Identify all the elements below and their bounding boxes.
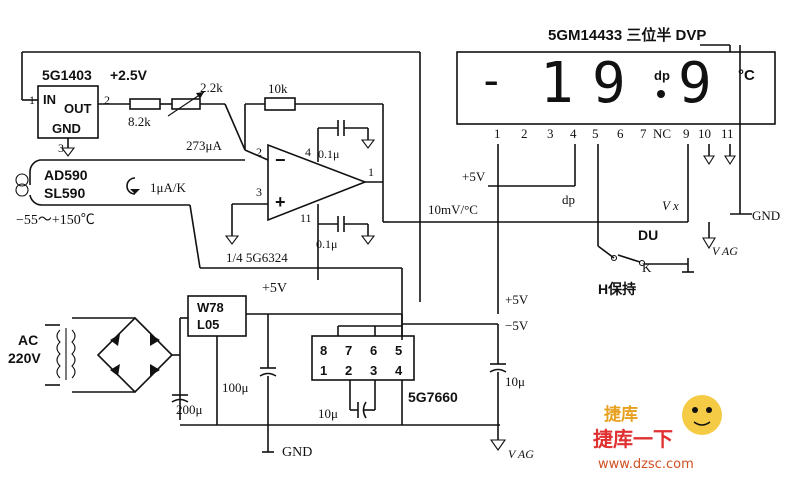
reg-plus5: +5V <box>262 281 287 296</box>
r1-label: 8.2k <box>128 114 151 129</box>
decimal-point <box>657 90 665 98</box>
display-module: 5GM14433 三位半 DVP - 1 9 dp 9 °C 1 2 3 4 5… <box>390 26 780 297</box>
svg-text:2: 2 <box>521 126 528 141</box>
dp-label: dp <box>654 68 670 83</box>
cap-top-label: 0.1μ <box>318 147 339 161</box>
conv-minus5: −5V <box>505 318 529 333</box>
current-label: 273μA <box>186 138 222 153</box>
svg-text:4: 4 <box>570 126 577 141</box>
svg-text:+: + <box>275 192 286 212</box>
sensor-section: AD590 SL590 1μA/K −55～+150℃ <box>15 159 403 340</box>
svg-text:GND: GND <box>52 121 81 136</box>
conv-plus5: +5V <box>505 292 529 307</box>
display-gnd: GND <box>752 208 780 223</box>
ac-label: AC <box>18 332 38 348</box>
svg-text:IN: IN <box>43 92 56 107</box>
feedback-resistor <box>264 97 296 111</box>
reference-section: 5G1403 +2.5V IN OUT GND 1 2 3 8.2k 2.2k … <box>21 51 421 302</box>
converter-section: 8 7 6 5 1 2 3 4 10μ 5G7660 +5V −5V 10μ V… <box>311 162 534 461</box>
svg-text:3: 3 <box>58 141 64 155</box>
svg-text:1: 1 <box>320 363 327 378</box>
watermark-logo: 捷库 捷库一下 www.dzsc.com <box>593 395 722 472</box>
display-outline <box>456 51 776 125</box>
watermark-badge: 捷库 <box>604 404 638 425</box>
display-digits: - 1 9 dp 9 °C <box>478 51 755 116</box>
svg-text:11: 11 <box>300 211 312 225</box>
svg-text:3: 3 <box>370 363 377 378</box>
cap-bottom-label: 0.1μ <box>316 237 337 251</box>
svg-text:1: 1 <box>494 126 501 141</box>
svg-text:2: 2 <box>256 145 262 159</box>
conv-vag: V AG <box>508 447 534 461</box>
display-vag: V AG <box>712 244 738 258</box>
display-title: 5GM14433 三位半 DVP <box>548 26 706 44</box>
c1-label: 200μ <box>176 402 203 417</box>
gnd-label: GND <box>282 445 312 460</box>
svg-text:2: 2 <box>104 93 110 107</box>
svg-text:5: 5 <box>395 343 402 358</box>
digit-1: 1 <box>540 51 574 116</box>
watermark-brand: 捷库一下 <box>593 427 673 451</box>
display-pin-numbers: 1 2 3 4 5 6 7 NC 9 10 11 <box>494 126 734 141</box>
r2-label: 2.2k <box>200 80 223 95</box>
opamp-symbol <box>267 143 368 222</box>
svg-text:3: 3 <box>256 185 262 199</box>
bridge-rectifier <box>96 316 174 394</box>
display-plus5: +5V <box>462 169 486 184</box>
sensor-name2: SL590 <box>44 185 85 201</box>
dp-net-label: dp <box>562 192 575 207</box>
svg-text:−: − <box>275 150 286 170</box>
out-cap-label: 10μ <box>505 374 525 389</box>
svg-text:6: 6 <box>617 126 624 141</box>
digit-3: 9 <box>678 51 712 116</box>
feedback-label: 10k <box>268 81 288 96</box>
svg-text:8: 8 <box>320 343 327 358</box>
svg-text:4: 4 <box>395 363 403 378</box>
svg-text:1: 1 <box>368 165 374 179</box>
sensor-range: −55～+150℃ <box>16 213 95 228</box>
ref-voltage: +2.5V <box>110 67 148 83</box>
digit-sign: - <box>478 55 505 106</box>
svg-text:5: 5 <box>592 126 599 141</box>
svg-text:L05: L05 <box>197 317 219 332</box>
svg-text:NC: NC <box>653 126 671 141</box>
watermark-url: www.dzsc.com <box>598 457 694 472</box>
svg-text:7: 7 <box>640 126 647 141</box>
svg-text:3: 3 <box>547 126 554 141</box>
converter-chip <box>311 335 415 381</box>
svg-text:4: 4 <box>305 145 311 159</box>
power-section: AC 220V 200μ W78 L05 +5V 100μ <box>8 281 500 460</box>
svg-text:11: 11 <box>721 126 734 141</box>
opamp-part: 1/4 5G6324 <box>226 250 288 265</box>
mains-label: 220V <box>8 350 41 366</box>
svg-text:7: 7 <box>345 343 352 358</box>
svg-text:2: 2 <box>345 363 352 378</box>
svg-text:10: 10 <box>698 126 711 141</box>
du-label: DU <box>638 227 658 243</box>
hold-label: H保持 <box>598 281 636 297</box>
sensor-name1: AD590 <box>44 167 88 183</box>
c2-label: 100μ <box>222 380 249 395</box>
opamp-section: − + 2 3 4 11 1 10k 10mV/°C 0.1μ <box>224 81 478 280</box>
digit-2: 9 <box>592 51 626 116</box>
switch-k-label: K <box>642 260 652 275</box>
svg-text:OUT: OUT <box>64 101 92 116</box>
resistor-8k2 <box>129 98 161 110</box>
svg-text:9: 9 <box>683 126 690 141</box>
svg-text:6: 6 <box>370 343 377 358</box>
ref-part: 5G1403 <box>42 67 92 83</box>
converter-part: 5G7660 <box>408 389 458 405</box>
vx-label: V x <box>662 198 679 213</box>
sensor-sensitivity: 1μA/K <box>150 180 186 195</box>
out-scale-label: 10mV/°C <box>428 202 478 217</box>
unit-label: °C <box>738 67 755 84</box>
svg-text:W78: W78 <box>197 300 224 315</box>
conv-cap-label: 10μ <box>318 406 338 421</box>
